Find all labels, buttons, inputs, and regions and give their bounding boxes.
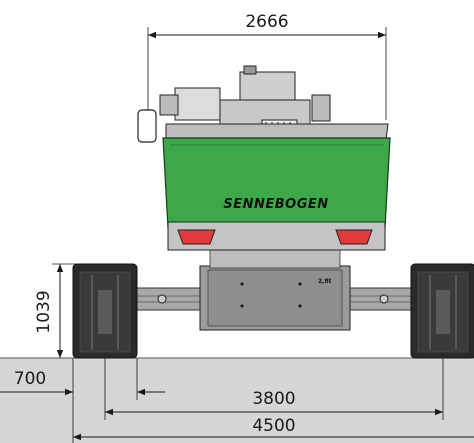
brand-label: SENNEBOGEN <box>223 197 328 212</box>
right-track <box>410 263 474 359</box>
left-tail-light <box>177 229 216 245</box>
dim-top-width-label: 2666 <box>245 12 288 32</box>
dim-track-gauge-label: 3800 <box>252 389 295 409</box>
ground-area <box>0 358 474 443</box>
dim-height: 1039 <box>34 263 80 358</box>
dim-track-width-label: 700 <box>14 369 46 389</box>
dim-overall-width: 4500 <box>73 416 474 441</box>
undercarriage-frame: 2,8t <box>134 249 416 331</box>
plate-label: 2,8t <box>318 278 332 285</box>
left-track <box>72 263 138 359</box>
dim-track-width: 700 <box>0 358 165 443</box>
dim-track-gauge: 3800 <box>104 358 444 420</box>
dim-height-label: 1039 <box>34 290 54 333</box>
counterweight-body: SENNEBOGEN <box>162 123 391 251</box>
dim-top-width: 2666 <box>147 12 387 120</box>
right-tail-light <box>335 229 373 245</box>
green-housing <box>162 137 391 229</box>
dim-overall-width-label: 4500 <box>252 416 295 436</box>
